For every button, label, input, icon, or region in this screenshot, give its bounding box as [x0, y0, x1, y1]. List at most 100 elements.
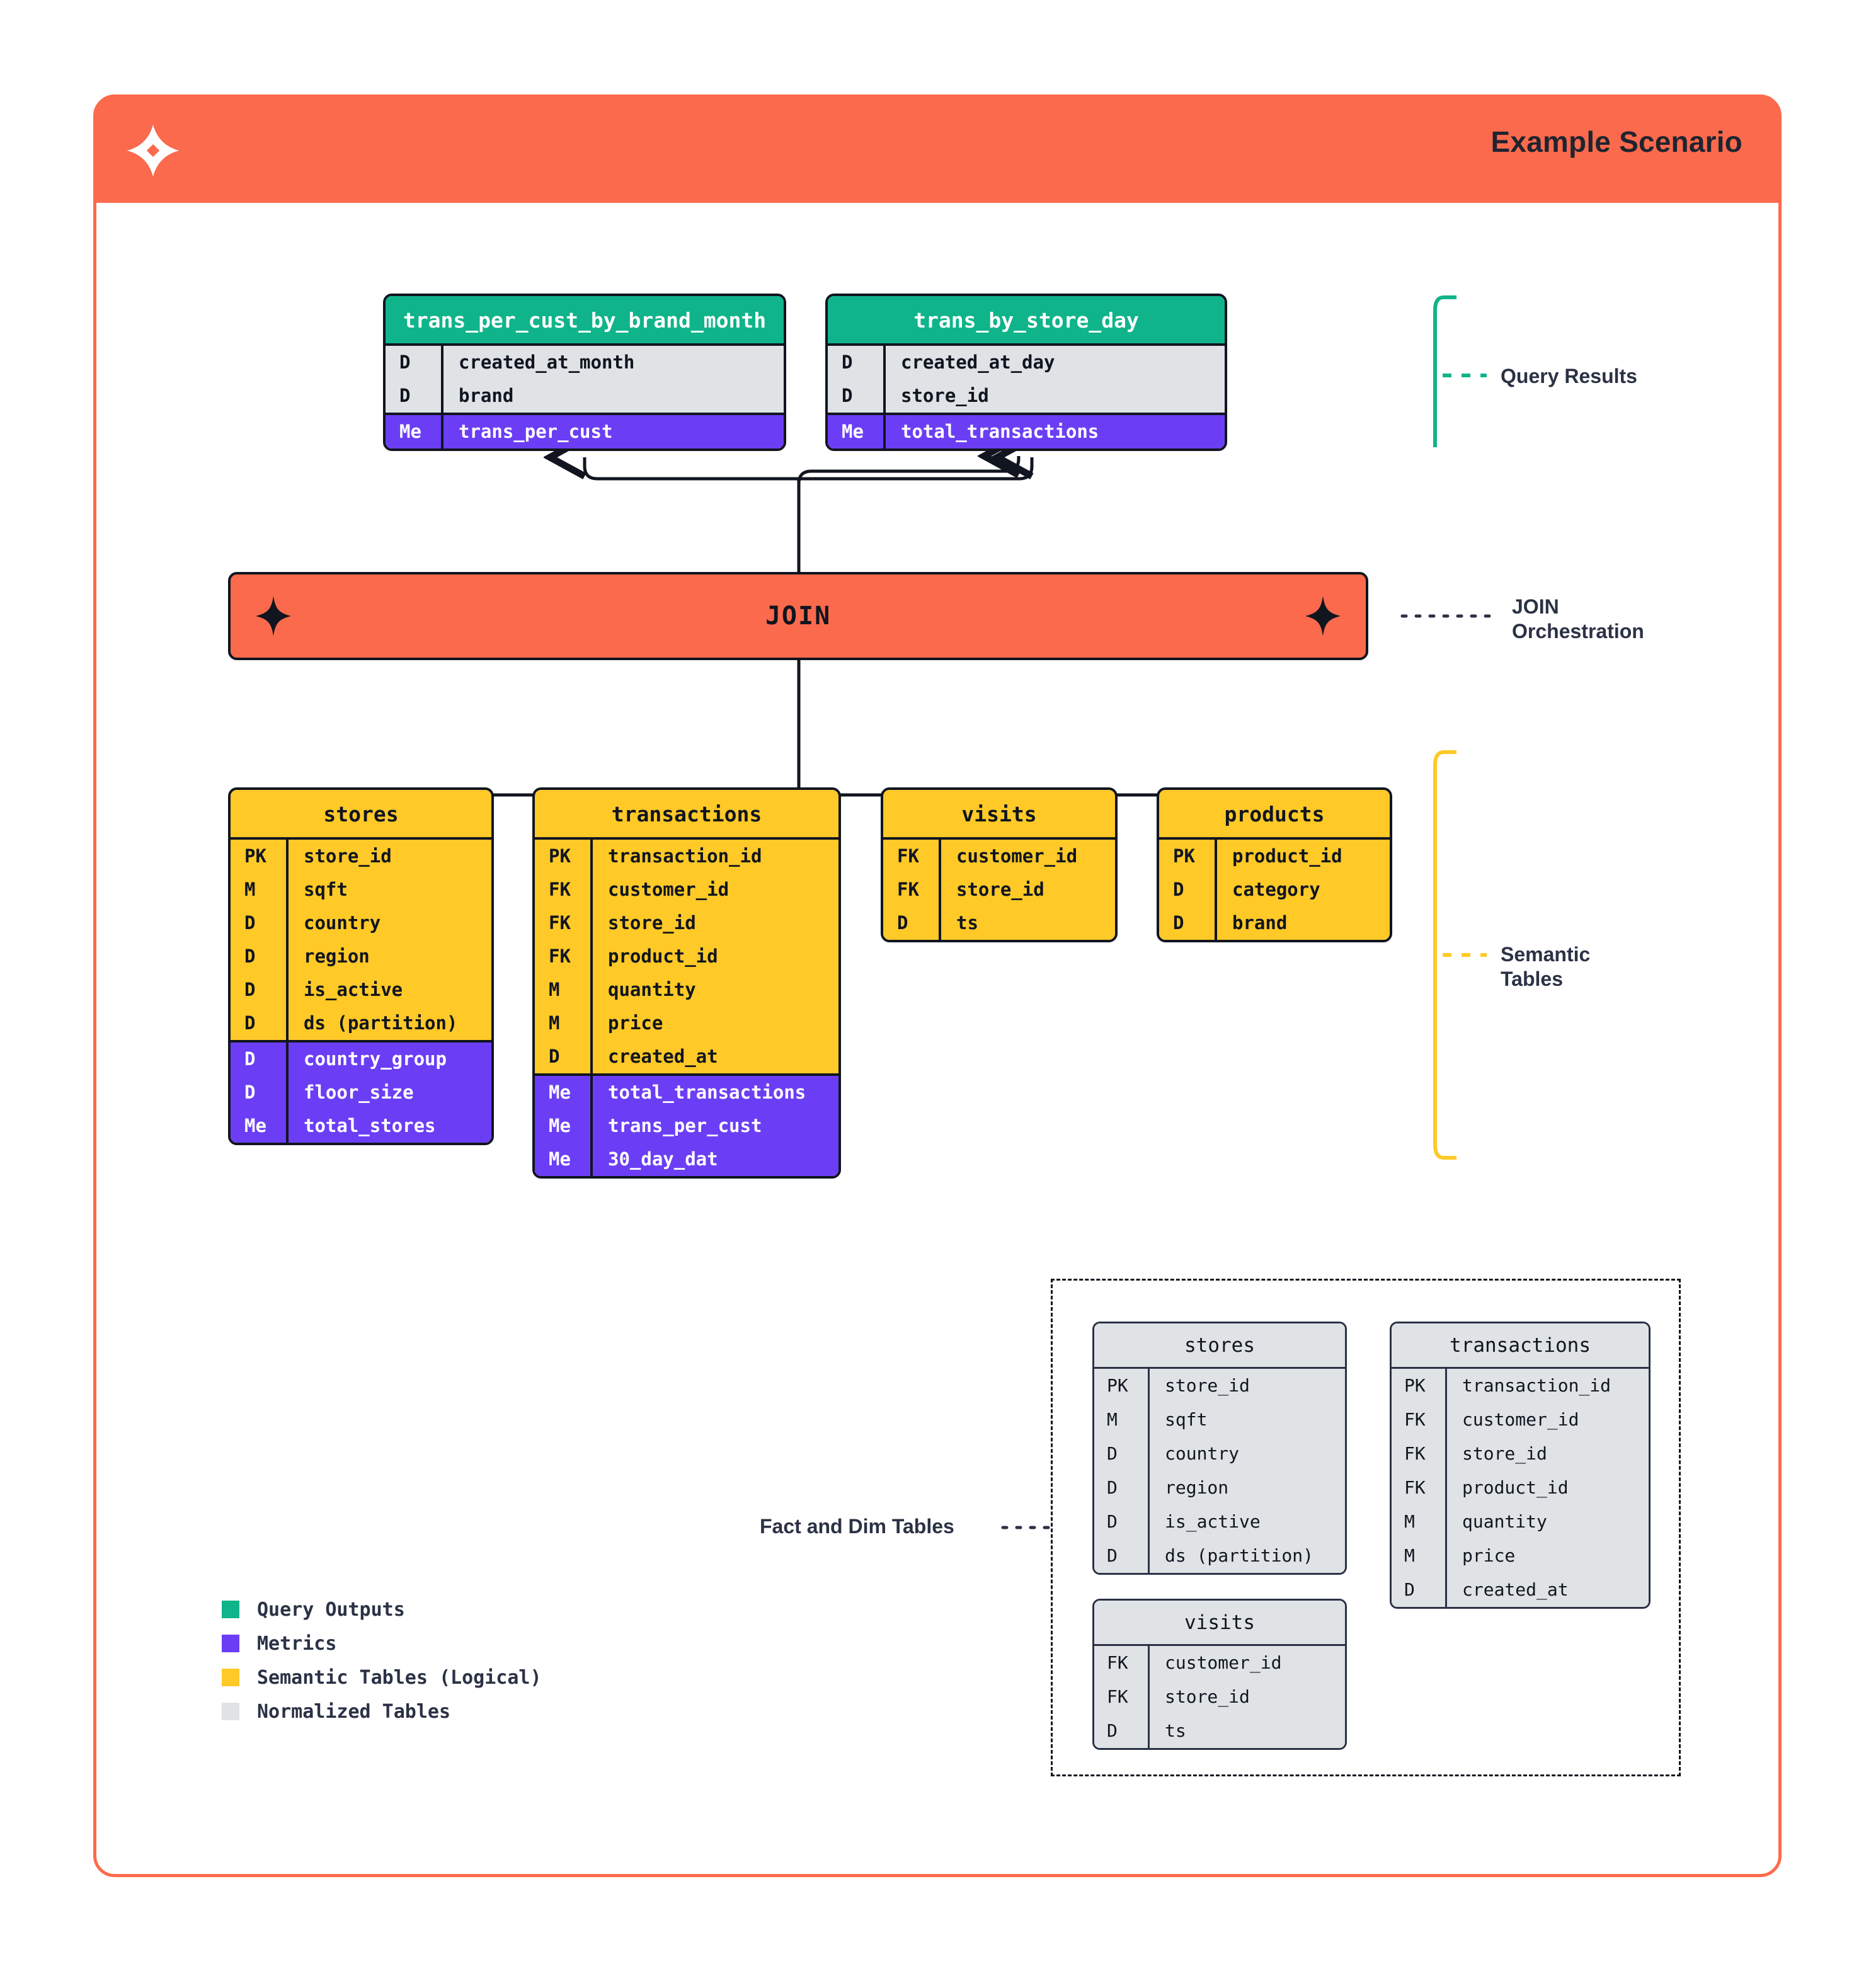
legend: Query Outputs Metrics Semantic Tables (L…	[222, 1592, 542, 1728]
row-value: customer_id	[1462, 1409, 1579, 1430]
row-key: D	[1094, 1505, 1150, 1539]
legend-item-query-outputs: Query Outputs	[222, 1592, 542, 1626]
row-key: D	[231, 1076, 289, 1109]
legend-swatch-grey	[222, 1703, 239, 1720]
row-key: FK	[1392, 1471, 1447, 1505]
table-row: PK store_id	[231, 840, 491, 873]
row-key: M	[1094, 1403, 1150, 1437]
dimension-section: D created_at_day D store_id	[828, 346, 1225, 413]
legend-label: Semantic Tables (Logical)	[257, 1666, 542, 1689]
card-header: Example Scenario	[96, 97, 1779, 203]
row-key: D	[386, 346, 443, 379]
table-title: transactions	[535, 790, 838, 840]
row-key: PK	[231, 840, 289, 873]
query-result-table-trans-per-cust-by-brand-month[interactable]: trans_per_cust_by_brand_month D created_…	[383, 294, 786, 451]
row-key: D	[1392, 1573, 1447, 1607]
row-value: store_id	[901, 385, 989, 406]
row-key: D	[1094, 1539, 1150, 1573]
metric-section: Me total_transactions	[828, 413, 1225, 448]
query-result-table-trans-by-store-day[interactable]: trans_by_store_day D created_at_day D st…	[825, 294, 1227, 451]
row-value: product_id	[1462, 1477, 1569, 1498]
row-value: store_id	[304, 845, 392, 867]
table-row: Me trans_per_cust	[386, 415, 784, 448]
row-key: D	[828, 346, 886, 379]
legend-swatch-yellow	[222, 1669, 239, 1686]
row-value: country	[1165, 1443, 1240, 1464]
row-value: customer_id	[608, 879, 730, 900]
legend-swatch-green	[222, 1601, 239, 1618]
annotation-query-results: Query Results	[1501, 365, 1637, 387]
table-row: D brand	[386, 379, 784, 413]
row-key: M	[535, 973, 593, 1007]
row-value: store_id	[1165, 1686, 1250, 1707]
row-value: customer_id	[956, 845, 1078, 867]
row-key: D	[386, 379, 443, 413]
legend-swatch-purple	[222, 1635, 239, 1652]
row-value: total_transactions	[901, 421, 1099, 442]
row-value: store_id	[608, 912, 696, 934]
row-value: is_active	[304, 979, 403, 1000]
table-title: visits	[1094, 1601, 1345, 1646]
table-row: D store_id	[828, 379, 1225, 413]
row-value: price	[1462, 1545, 1516, 1566]
join-orchestration-bar[interactable]: JOIN	[228, 572, 1368, 660]
table-title: stores	[231, 790, 491, 840]
row-value: created_at	[608, 1046, 718, 1067]
row-key: FK	[883, 873, 941, 906]
metric-section: Me trans_per_cust	[386, 413, 784, 448]
row-key: Me	[535, 1076, 593, 1109]
table-title: products	[1159, 790, 1390, 840]
row-value: floor_size	[304, 1082, 414, 1103]
table-row: PK store_id	[1094, 1369, 1345, 1403]
row-value: sqft	[304, 879, 348, 900]
row-key: D	[883, 906, 941, 940]
row-value: ts	[1165, 1720, 1186, 1741]
row-value: region	[304, 945, 370, 967]
row-value: store_id	[1165, 1375, 1250, 1396]
row-value: brand	[1232, 912, 1288, 934]
table-title: transactions	[1392, 1323, 1649, 1369]
row-key: FK	[535, 940, 593, 973]
row-value: is_active	[1165, 1511, 1261, 1532]
row-key: FK	[535, 873, 593, 906]
row-key: Me	[535, 1109, 593, 1143]
row-key: PK	[1094, 1369, 1150, 1403]
row-value: transaction_id	[608, 845, 762, 867]
row-value: country_group	[304, 1048, 447, 1070]
